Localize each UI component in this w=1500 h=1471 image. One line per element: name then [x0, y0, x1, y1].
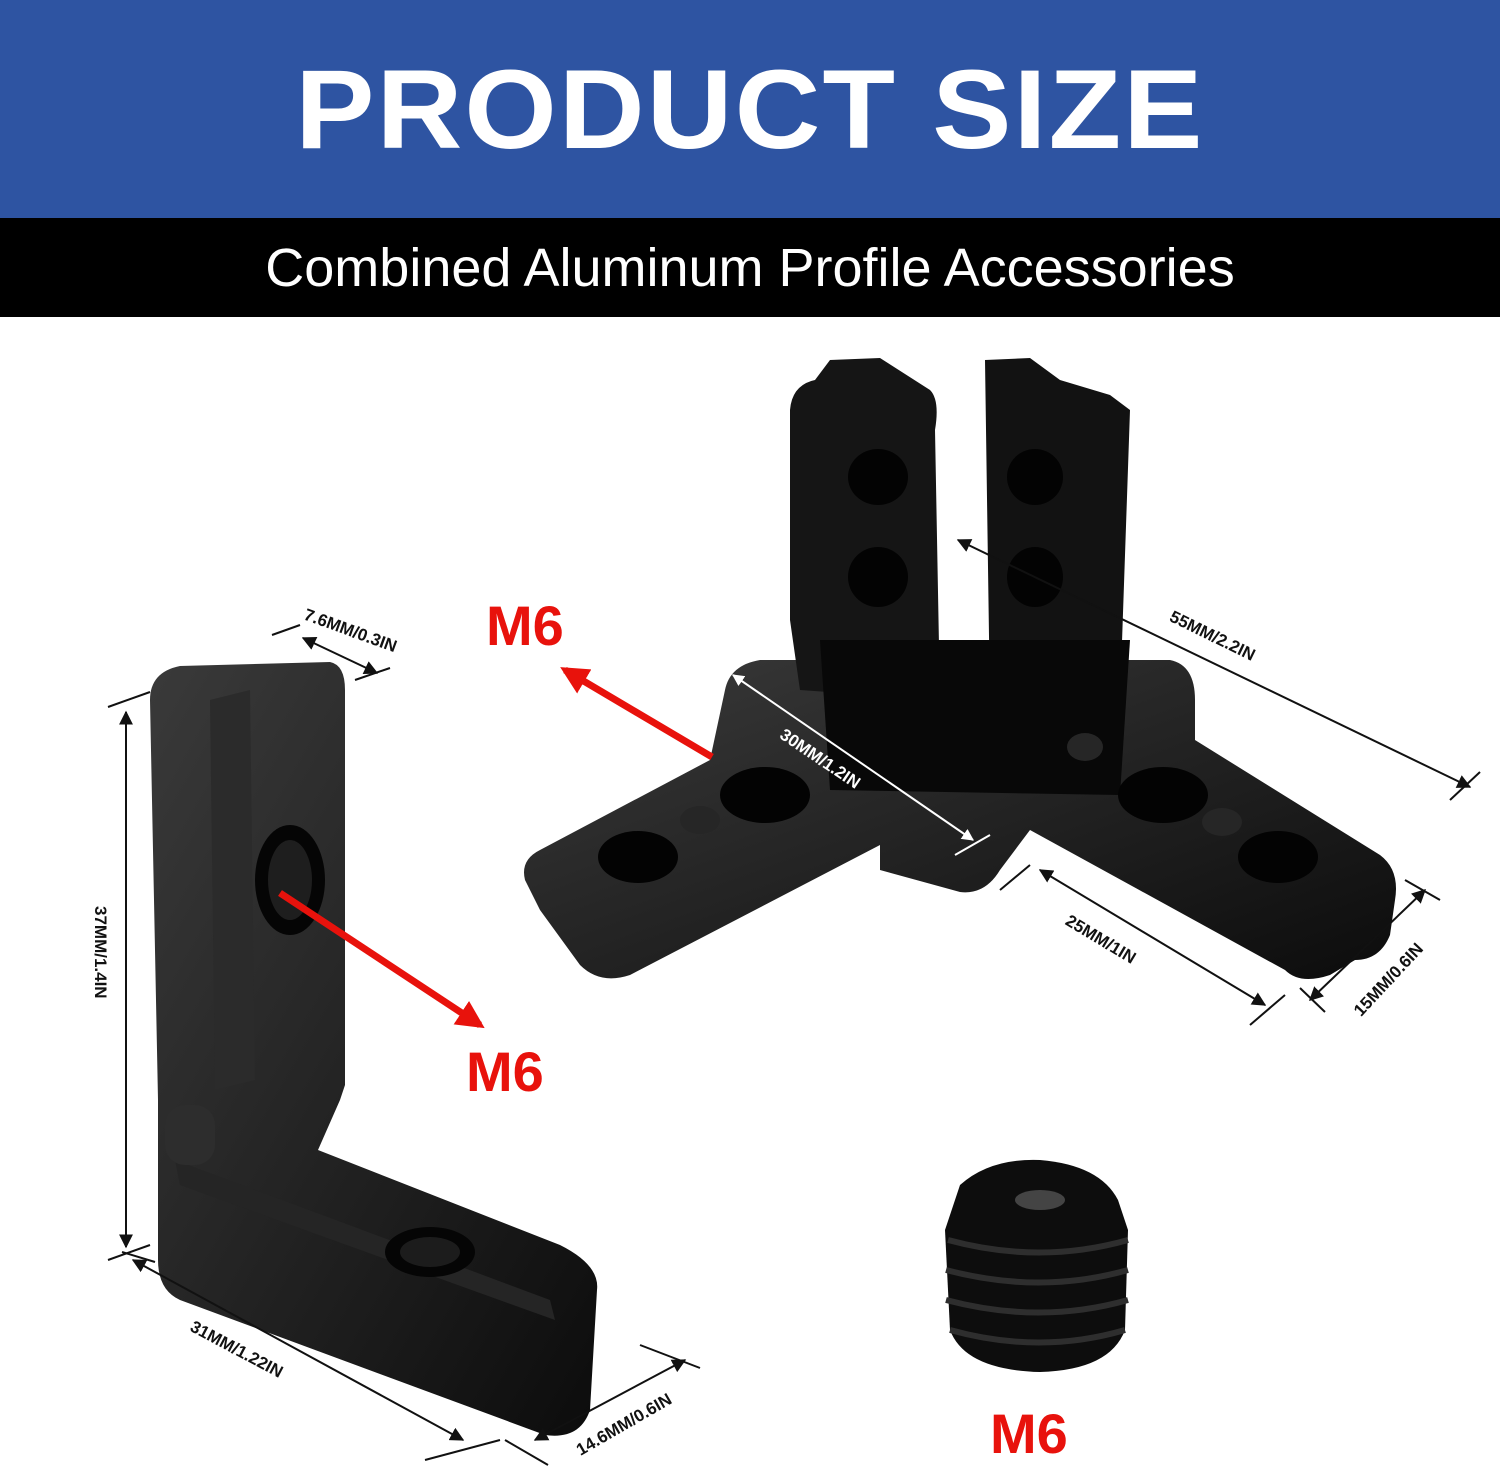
thread-label-l-bracket: M6	[466, 1040, 544, 1103]
product-illustrations	[107, 358, 1481, 1466]
subtitle-banner: Combined Aluminum Profile Accessories	[0, 218, 1500, 317]
page-subtitle: Combined Aluminum Profile Accessories	[265, 237, 1235, 298]
three-way-corner-illustration	[524, 358, 1396, 979]
thread-label-corner: M6	[486, 594, 564, 657]
product-diagram: 7.6MM/0.3IN 37MM/1.4IN 31MM/1.22IN 14.6M…	[0, 317, 1500, 1471]
title-banner: PRODUCT SIZE	[0, 0, 1500, 218]
dim-l-height: 37MM/1.4IN	[91, 906, 110, 999]
thread-label-set-screw: M6	[990, 1402, 1068, 1465]
set-screw-illustration	[945, 1159, 1129, 1372]
page-title: PRODUCT SIZE	[295, 46, 1205, 172]
